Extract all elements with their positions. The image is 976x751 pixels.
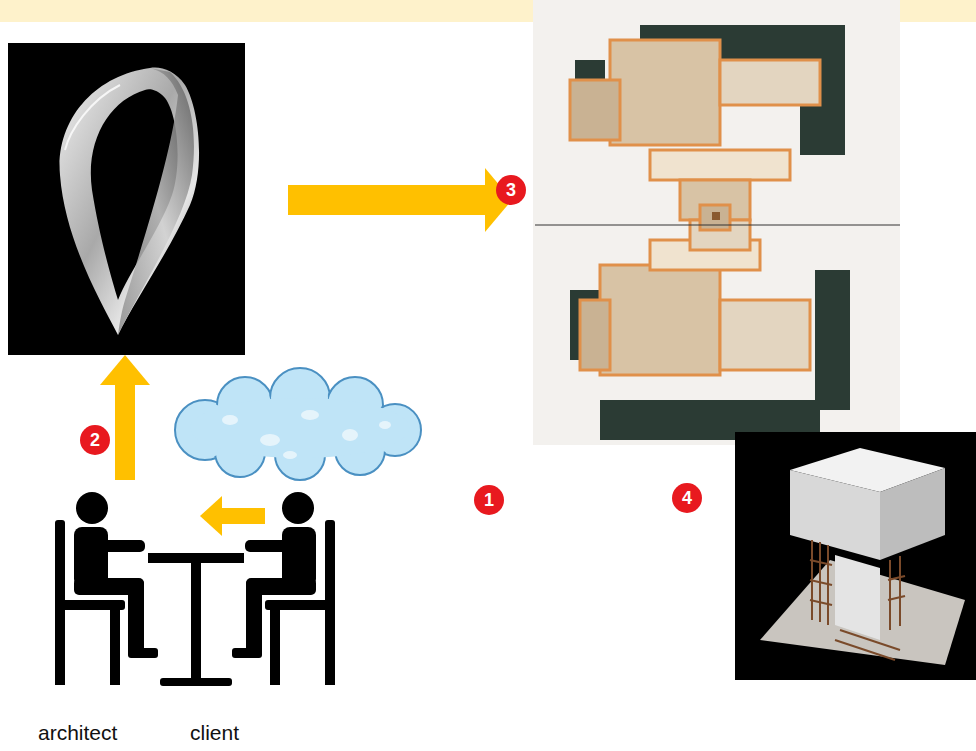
- model-photo-part-part: [810, 600, 832, 605]
- plan-drawing-part-part: [650, 150, 790, 180]
- flow-arrow-part: [100, 355, 150, 385]
- callout-number: 2: [90, 431, 100, 449]
- idea-cloud-part: [222, 410, 391, 459]
- idea-cloud-part: [177, 370, 419, 478]
- flow-arrow: [100, 168, 512, 480]
- meeting-icon-part: [160, 678, 232, 686]
- idea-cloud-part-part: [301, 410, 319, 420]
- meeting-icon-part-part: [128, 580, 144, 655]
- model-photo-part-part: [888, 596, 905, 600]
- model-photo-part-part: [810, 560, 832, 565]
- plan-drawing-part: [533, 0, 900, 445]
- mobius-photo: [8, 43, 245, 355]
- plan-drawing-part: [570, 40, 820, 375]
- mobius-photo-part: [118, 68, 194, 335]
- meeting-icon-part-part: [55, 600, 65, 685]
- plan-drawing-part: [712, 212, 720, 220]
- callout-badge: 2: [80, 425, 110, 455]
- idea-cloud-part: [175, 368, 421, 480]
- callout-badge: 1: [474, 485, 504, 515]
- flow-arrow: [222, 508, 265, 524]
- meeting-icon-part: [232, 492, 335, 685]
- plan-drawing-part-part: [700, 205, 730, 230]
- plan-drawing-part-part: [720, 300, 810, 370]
- meeting-icon-part: [55, 492, 158, 685]
- idea-cloud: [175, 368, 421, 480]
- mobius-photo-part: [8, 43, 245, 355]
- plan-drawing-part-part: [610, 40, 720, 145]
- idea-cloud-part-part: [379, 421, 391, 429]
- model-photo-part: [735, 432, 976, 680]
- plan-drawing-part-part: [720, 60, 820, 105]
- model-photo-part: [810, 540, 905, 660]
- meeting-icon-part: [191, 560, 201, 682]
- callout-badge: 4: [672, 483, 702, 513]
- idea-cloud-part-part: [342, 429, 358, 441]
- person-node: client: [265, 485, 335, 747]
- mobius-photo-part: [60, 68, 199, 335]
- idea-cloud-part-part: [190, 398, 410, 458]
- model-photo-part: [880, 468, 945, 560]
- model-photo-part-part: [889, 560, 891, 630]
- callout-number: 1: [484, 491, 494, 509]
- meeting-icon-part-part: [110, 608, 120, 685]
- plan-drawing: [533, 0, 900, 445]
- model-photo-part-part: [840, 630, 900, 650]
- flow-arrow-part: [288, 185, 486, 215]
- model-photo-part-part: [835, 640, 895, 660]
- meeting-icon: [55, 492, 335, 686]
- callout-badge: 3: [496, 175, 526, 205]
- person-node: architect: [30, 485, 200, 747]
- model-photo: [735, 432, 976, 680]
- idea-cloud-part-part: [222, 415, 238, 425]
- meeting-icon-part-part: [100, 540, 145, 552]
- mobius-photo-part: [65, 85, 120, 150]
- person-label: client: [190, 721, 239, 745]
- idea-cloud-part-part: [283, 451, 297, 459]
- callout-number: 3: [506, 181, 516, 199]
- person-label: architect: [38, 721, 117, 745]
- meeting-icon-part-part: [76, 492, 108, 524]
- model-photo-part: [790, 470, 880, 560]
- plan-drawing-part-part: [680, 180, 750, 220]
- plan-drawing-part-part: [580, 300, 610, 370]
- plan-drawing-part-part: [570, 80, 620, 140]
- model-photo-part-part: [888, 576, 905, 580]
- model-photo-part-part: [899, 556, 901, 626]
- model-photo-part: [835, 555, 880, 640]
- model-photo-part-part: [810, 580, 832, 585]
- flow-arrow-part: [115, 383, 135, 480]
- meeting-icon-part-part: [55, 520, 65, 605]
- plan-drawing-part-part: [600, 265, 720, 375]
- plan-drawing-part: [535, 225, 900, 226]
- callout-number: 4: [682, 489, 692, 507]
- meeting-icon-part-part: [128, 648, 158, 658]
- idea-cloud-part-part: [260, 434, 280, 446]
- plan-drawing-part: [570, 25, 850, 440]
- plan-drawing-part-part: [815, 270, 850, 410]
